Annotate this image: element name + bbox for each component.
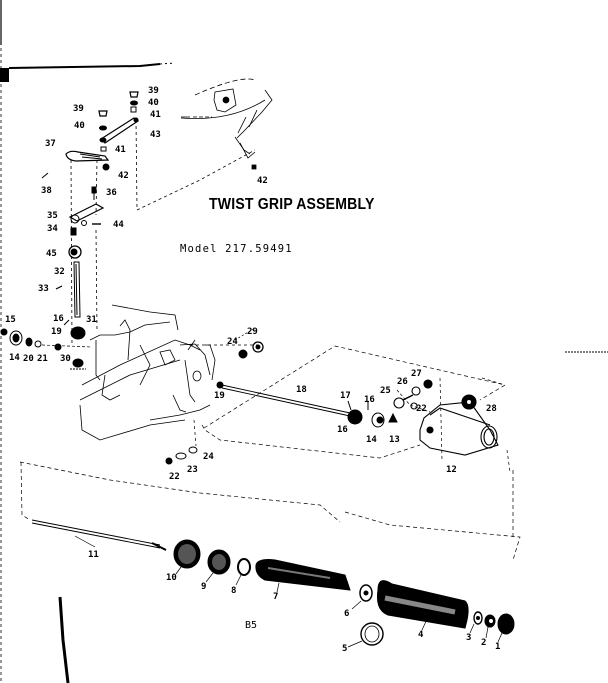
diagram-title: TWIST GRIP ASSEMBLY	[209, 196, 375, 213]
part-callout-13: 13	[389, 435, 400, 445]
part-callout-33: 33	[38, 284, 49, 294]
dashed-assembly-guides	[70, 119, 256, 346]
throttle-bracket	[393, 377, 511, 473]
pin-set-22-24	[165, 419, 198, 465]
part-callout-9: 9	[201, 582, 207, 592]
model-number: Model 217.59491	[180, 243, 293, 255]
part-callout-43: 43	[150, 130, 161, 140]
part-callout-27: 27	[411, 369, 422, 379]
part-callout-38: 38	[41, 186, 52, 196]
part-callout-36: 36	[106, 188, 117, 198]
engine-shroud-outline	[180, 78, 273, 170]
part-callout-41a: 41	[150, 110, 161, 120]
part-callout-34: 34	[47, 224, 58, 234]
part-callout-40a: 40	[148, 98, 159, 108]
grip-assembly	[31, 519, 515, 648]
part-callout-23: 23	[187, 465, 198, 475]
lower-housing-outline	[79, 304, 216, 441]
part-callout-41b: 41	[115, 145, 126, 155]
part-callout-16a: 16	[53, 314, 64, 324]
part-callout-42b: 42	[257, 176, 268, 186]
rod-assembly	[190, 327, 506, 459]
part-callout-21: 21	[37, 354, 48, 364]
part-callout-22b: 22	[169, 472, 180, 482]
part-callout-8: 8	[231, 586, 237, 596]
part-callout-11: 11	[88, 550, 99, 560]
part-callout-6: 6	[344, 609, 350, 619]
part-callout-35: 35	[47, 211, 58, 221]
part-callout-24a: 24	[227, 337, 238, 347]
part-callout-25: 25	[380, 386, 391, 396]
part-callout-39a: 39	[148, 86, 159, 96]
left-fittings	[0, 319, 93, 351]
part-callout-15a: 15	[5, 315, 16, 325]
part-callout-1: 1	[495, 642, 501, 652]
part-callout-14b: 14	[366, 435, 377, 445]
part-callout-40b: 40	[74, 121, 85, 131]
lower-dashed-loop	[19, 461, 521, 561]
part-callout-31: 31	[86, 315, 97, 325]
part-callout-18: 18	[296, 385, 307, 395]
part-callout-16b: 16	[364, 395, 375, 405]
part-callout-4: 4	[418, 630, 424, 640]
part-callout-19b: 19	[214, 391, 225, 401]
part-callout-7: 7	[273, 592, 279, 602]
part-callout-22a: 22	[416, 404, 427, 414]
part-callout-20: 20	[23, 354, 34, 364]
part-callout-10: 10	[166, 573, 177, 583]
part-callout-17: 17	[340, 391, 351, 401]
part-callout-19a: 19	[51, 327, 62, 337]
part-callout-42a: 42	[118, 171, 129, 181]
page-code: B5	[245, 620, 258, 631]
part-callout-30: 30	[60, 354, 71, 364]
part-callout-44: 44	[113, 220, 124, 230]
part-callout-37: 37	[45, 139, 56, 149]
upper-linkage	[41, 91, 140, 370]
part-callout-39b: 39	[73, 104, 84, 114]
part-callout-16c: 16	[337, 425, 348, 435]
part-callout-26: 26	[397, 377, 408, 387]
part-callout-29: 29	[247, 327, 258, 337]
part-callout-12: 12	[446, 465, 457, 475]
part-callout-28: 28	[486, 404, 497, 414]
part-callout-24b: 24	[203, 452, 214, 462]
part-callout-32: 32	[54, 267, 65, 277]
part-callout-5: 5	[342, 644, 348, 654]
part-callout-14a: 14	[9, 353, 20, 363]
part-callout-3: 3	[466, 633, 472, 643]
part-callout-2: 2	[481, 638, 487, 648]
part-callout-45: 45	[46, 249, 57, 259]
